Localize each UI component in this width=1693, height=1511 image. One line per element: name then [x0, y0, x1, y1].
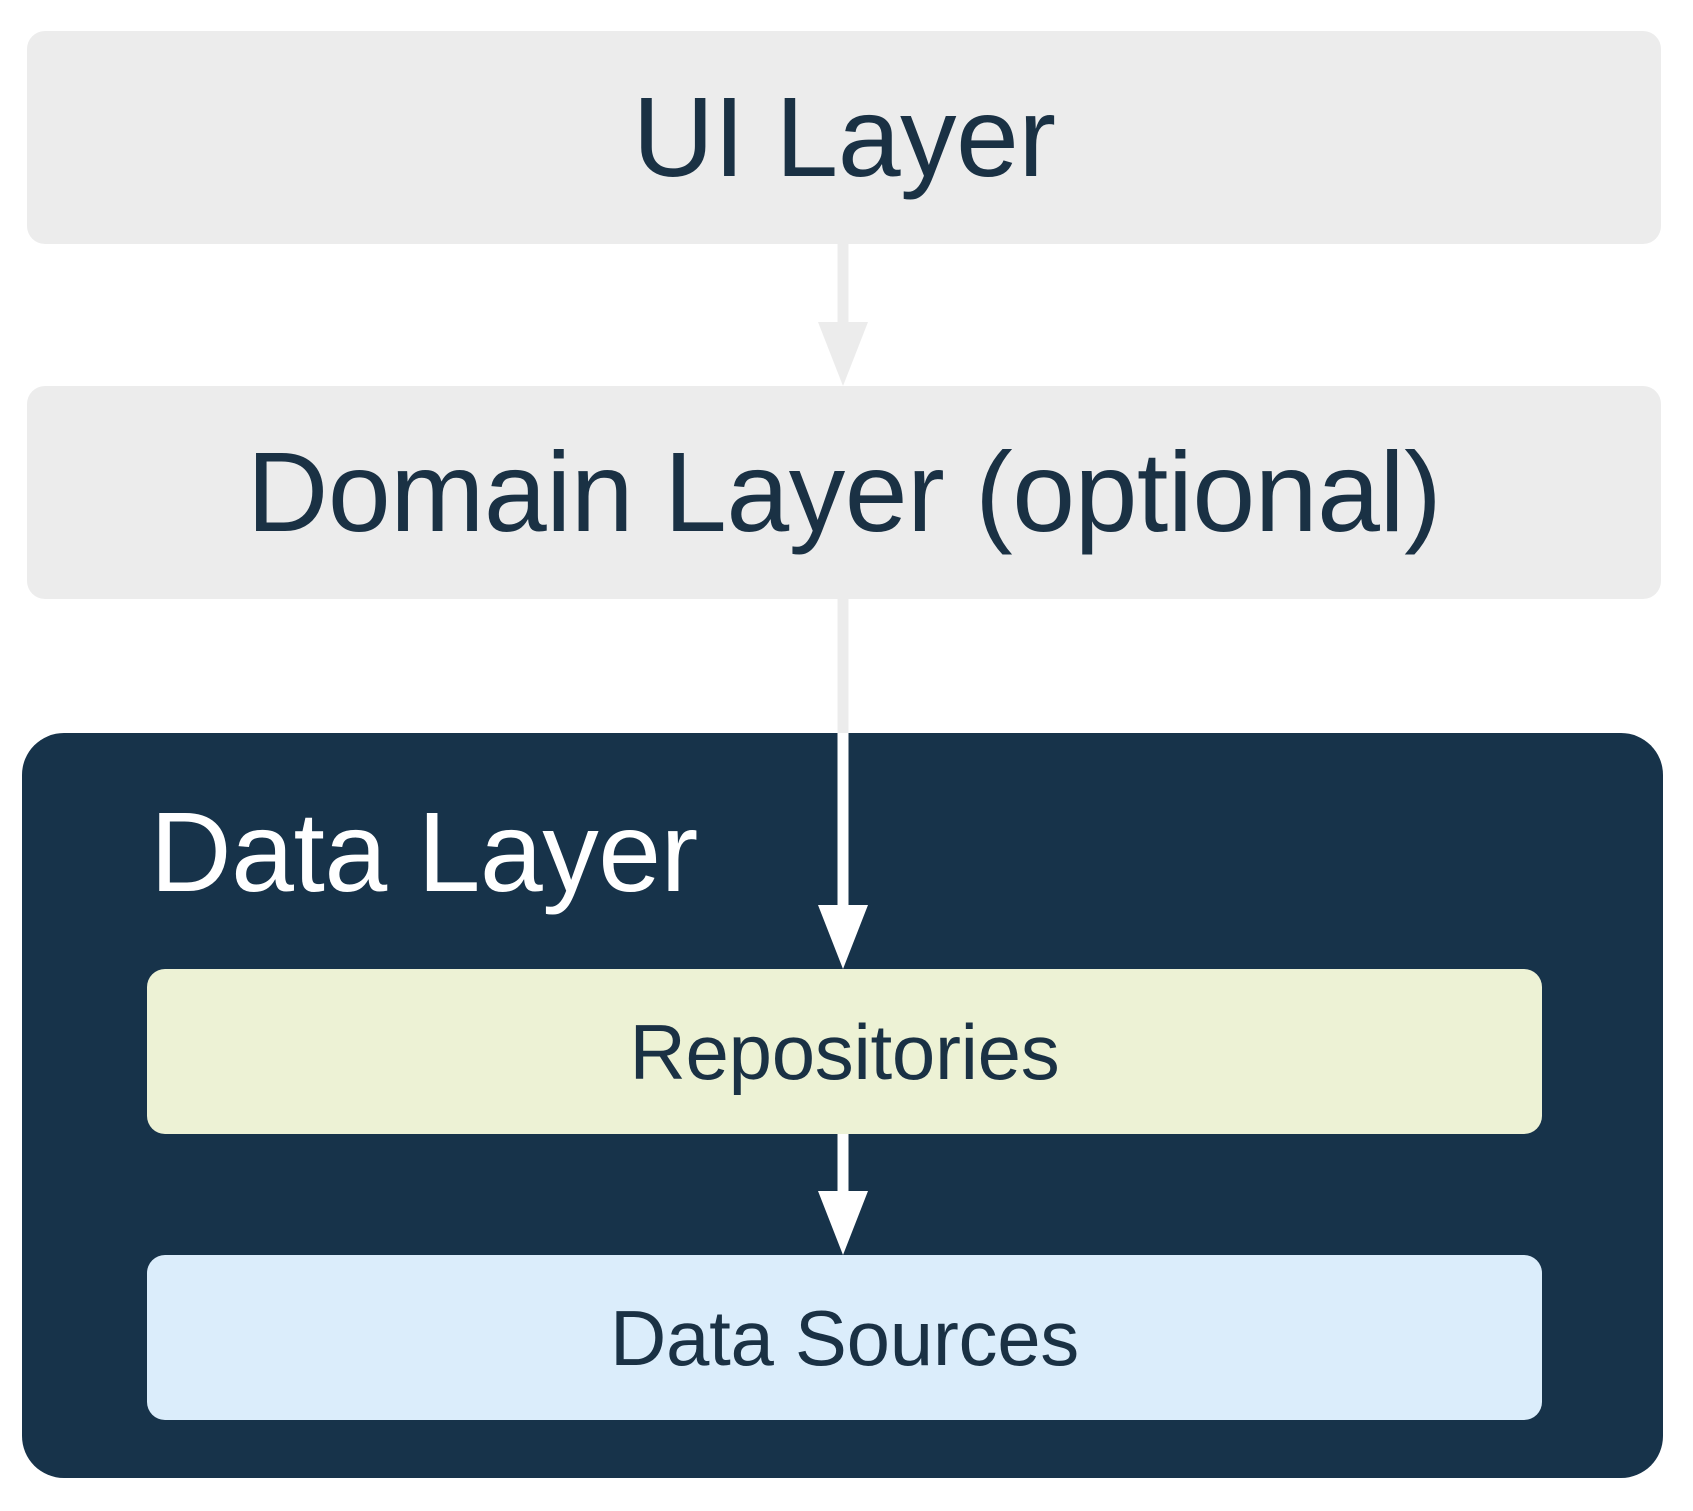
- data-sources-box: Data Sources: [147, 1255, 1542, 1420]
- repositories-box: Repositories: [147, 969, 1542, 1134]
- ui-layer-box: UI Layer: [27, 31, 1661, 244]
- arrow-ui-to-domain: [818, 244, 868, 386]
- data-sources-label: Data Sources: [610, 1293, 1079, 1382]
- arrow-head-down-icon: [818, 322, 868, 386]
- arrow-stem: [837, 599, 849, 733]
- arrow-stem: [837, 244, 849, 322]
- domain-layer-box: Domain Layer (optional): [27, 386, 1661, 599]
- ui-layer-label: UI Layer: [632, 74, 1056, 200]
- repositories-label: Repositories: [629, 1007, 1060, 1096]
- data-layer-label: Data Layer: [150, 789, 698, 915]
- arrow-domain-to-data-layer-gray-segment: [818, 599, 868, 733]
- domain-layer-label: Domain Layer (optional): [246, 429, 1442, 555]
